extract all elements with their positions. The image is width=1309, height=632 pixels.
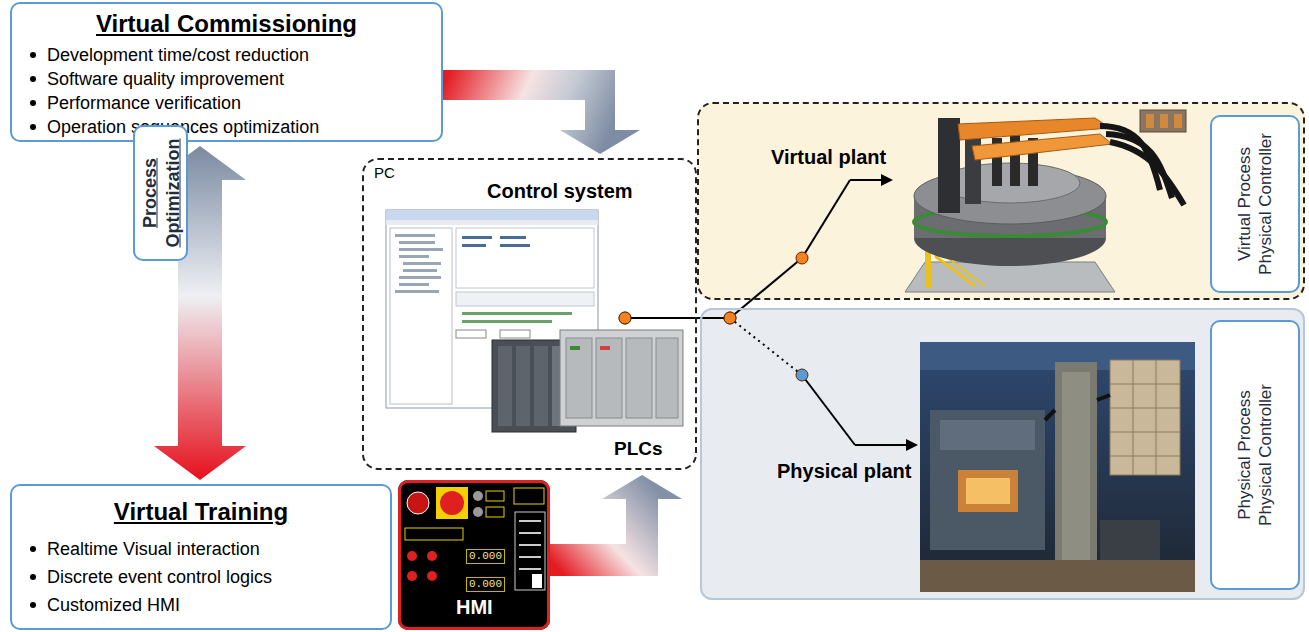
bullet-row: Realtime Visual interaction [12,535,390,563]
arrowhead [154,446,246,480]
arrowhead [906,439,918,451]
bullet-row: Performance verification [12,91,441,115]
arrowhead [881,174,893,186]
bullet-text: Performance verification [47,93,241,113]
box-title: Virtual Commissioning [96,10,357,37]
title-row: Virtual Commissioning [12,10,441,41]
bullet-row: Operation sequences optimization [12,115,441,139]
junction-dot [796,369,808,381]
bullet-row: Software quality improvement [12,67,441,91]
signal-line [850,179,883,181]
box-title: Virtual Training [114,498,288,525]
bullet-dot [30,546,36,552]
signal-line [802,375,855,445]
connector [443,85,640,154]
rotated-label: Process Optimization [138,130,183,256]
junction-dot [724,312,736,324]
connector [619,174,893,324]
region-label: Control system [487,180,633,203]
connector [550,475,682,560]
bullet-text: Discrete event control logics [47,567,272,587]
title-row: Virtual Training [12,498,390,529]
virtual-furnace [905,110,1186,292]
arrowhead [560,130,640,154]
signal-line [855,444,908,446]
region-label: Physical plant [777,460,912,483]
region-label: Virtual plant [771,146,886,169]
signal-line [730,318,802,375]
bullet-dot [30,52,36,58]
mode-box: Physical Process Physical Controller [1210,320,1300,590]
signal-line [802,180,850,258]
process-box: Process Optimization [133,125,188,261]
fat-arrow-shaft [550,499,642,560]
region-label: PC [374,164,395,181]
mode-box: Virtual Process Physical Controller [1210,115,1300,293]
panel-ground [700,308,1305,600]
plc-units [492,330,683,432]
goal-box: Virtual TrainingRealtime Visual interact… [10,484,392,630]
goal-box: Virtual CommissioningDevelopment time/co… [10,2,443,142]
region-label: PLCs [614,438,663,460]
arrowhead [602,475,682,499]
bullet-text: Realtime Visual interaction [47,539,260,559]
fat-arrow-shaft [443,85,600,130]
rotated-label: Physical Process Physical Controller [1234,371,1277,539]
bullet-text: Software quality improvement [47,69,284,89]
connector [619,312,918,451]
bullet-row: Customized HMI [12,591,390,619]
junction-dot [796,252,808,264]
bullet-text: Customized HMI [47,595,180,615]
bullet-dot [30,124,36,130]
bullet-dot [30,100,36,106]
physical-furnace [920,342,1195,592]
junction-dot [619,312,631,324]
junction-dot [619,312,631,324]
bullet-row: Discrete event control logics [12,563,390,591]
bullet-dot [30,574,36,580]
plant-panel: Physical plant Physical Process Physical … [700,308,1305,600]
control-system-region: PC Control systemPLCs [362,158,697,470]
junction-dot [724,312,736,324]
bullet-dot [30,76,36,82]
signal-line [625,317,730,319]
readout-value: 0.000 [466,549,505,564]
bullet-dot [30,602,36,608]
bullet-row: Development time/cost reduction [12,43,441,67]
region-label: HMI [456,596,493,619]
plant-panel: Virtual plant Virtual Process Physical Co… [697,102,1305,300]
rotated-label: Virtual Process Physical Controller [1234,120,1277,288]
readout-value: 0.000 [466,577,505,592]
signal-line [625,317,730,319]
hmi-screen [398,480,550,630]
hmi-panel: HMI [398,480,550,630]
bullet-text: Development time/cost reduction [47,45,309,65]
